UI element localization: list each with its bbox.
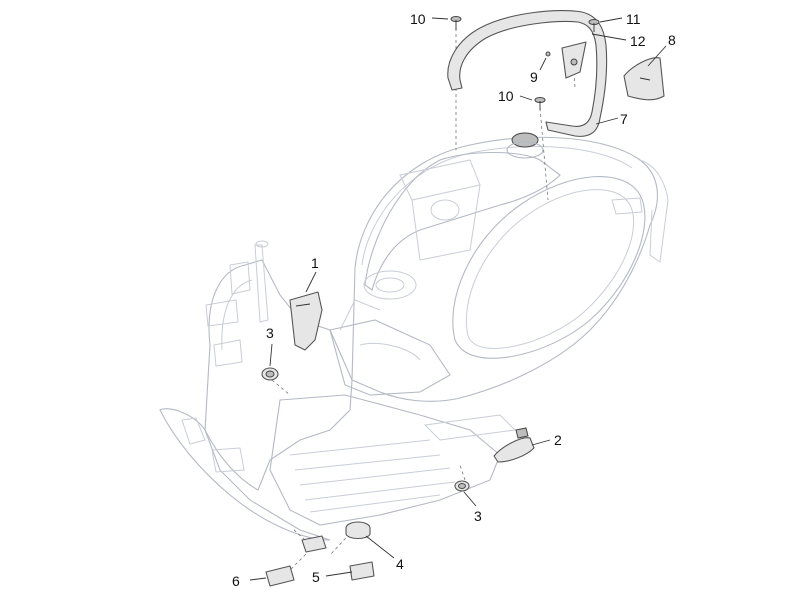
- callout-3-right: 3: [474, 508, 482, 524]
- callout-10-middle: 10: [498, 88, 514, 104]
- callout-3-left: 3: [266, 325, 274, 341]
- rubber-plug-large: [345, 521, 371, 540]
- leader-lines: [249, 17, 667, 581]
- rear-grab-rail: [447, 10, 608, 137]
- front-cover-panel: [289, 291, 323, 351]
- rubber-plug-lower: [349, 561, 375, 581]
- clip: [515, 427, 529, 439]
- screw-top: [450, 16, 462, 30]
- callout-5: 5: [312, 569, 320, 585]
- callout-2: 2: [554, 432, 562, 448]
- side-trim-plate: [493, 437, 535, 463]
- callout-11: 11: [626, 11, 641, 27]
- callout-8: 8: [668, 32, 676, 48]
- callout-labels: 1 2 3 3 4 5 6 7 8 9 10 10 11 12: [232, 11, 676, 589]
- screw-middle: [534, 97, 546, 110]
- grommet-right: [454, 480, 470, 492]
- rubber-foot: [265, 565, 295, 587]
- callout-4: 4: [396, 556, 404, 572]
- screw-11: [588, 19, 600, 32]
- scooter-body-outline: [159, 132, 669, 541]
- callout-7: 7: [620, 111, 628, 127]
- bracket-hole: [570, 58, 578, 66]
- callout-9: 9: [530, 69, 538, 85]
- washer-9: [545, 51, 551, 57]
- rubber-plug-upper: [301, 535, 327, 553]
- fuel-cap: [511, 132, 539, 148]
- grommet-left: [261, 367, 279, 381]
- callout-1: 1: [311, 255, 319, 271]
- callout-6: 6: [232, 573, 240, 589]
- callout-12: 12: [630, 33, 646, 49]
- callout-10-top: 10: [410, 11, 426, 27]
